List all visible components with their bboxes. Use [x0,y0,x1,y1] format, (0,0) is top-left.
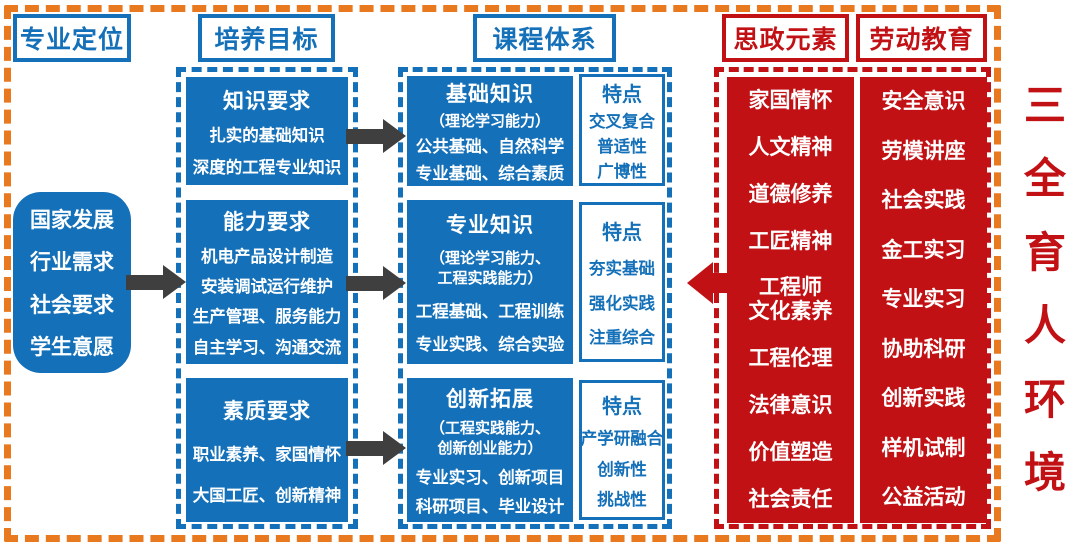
box-line: 专业实习、创新项目 [415,468,565,487]
feature-item: 夯实基础 [589,260,655,279]
source-demands-box: 国家发展 行业需求 社会要求 学生意愿 [13,192,131,373]
arrow-left-icon [687,262,733,304]
features-title: 特点 [602,84,642,106]
source-line: 国家发展 [30,209,114,233]
arrow-right-icon [346,431,406,465]
box-title: 创新拓展 [446,388,534,412]
labor-item: 社会实践 [881,189,966,213]
ideology-item: 社会责任 [748,487,833,511]
box-line: 专业基础、综合素质 [415,164,565,183]
feature-item: 产学研融合 [580,430,664,449]
ability-note: （工程实践能力、 创新创业能力） [429,419,550,458]
ideology-item: 人文精神 [748,135,833,159]
innovation-expansion-box: 创新拓展 （工程实践能力、 创新创业能力） 专业实习、创新项目 科研项目、毕业设… [407,378,573,522]
feature-item: 创新性 [597,460,647,479]
professional-knowledge-box: 专业知识 （理论学习能力、 工程实践能力） 工程基础、工程训练 专业实践、综合实… [407,200,573,364]
arrow-right-icon [346,119,406,153]
env-char: 境 [1023,448,1066,496]
ideology-labor-column: 家国情怀 人文精神 道德修养 工匠精神 工程师 文化素养 工程伦理 法律意识 价… [714,67,991,529]
box-title: 知识要求 [223,89,311,113]
ideology-item: 价值塑造 [748,440,833,464]
labor-item: 金工实习 [881,238,966,262]
box-line: 专业实践、综合实验 [415,335,565,354]
ideology-item: 法律意识 [748,393,833,417]
source-line: 学生意愿 [30,335,114,359]
feature-item: 注重综合 [589,329,655,348]
ability-note: （理论学习能力、 工程实践能力） [429,249,550,288]
box-line: 机电产品设计制造 [201,247,333,266]
basic-knowledge-box: 基础知识 （理论学习能力） 公共基础、自然科学 专业基础、综合素质 [407,76,573,186]
ideology-elements-box: 家国情怀 人文精神 道德修养 工匠精神 工程师 文化素养 工程伦理 法律意识 价… [727,77,854,523]
feature-item: 普适性 [597,138,647,156]
features-title: 特点 [602,395,642,418]
features-box-professional: 特点 夯实基础 强化实践 注重综合 [579,202,665,362]
features-box-basic: 特点 交叉复合 普适性 广博性 [579,74,665,186]
header-curriculum-system: 课程体系 [473,14,616,62]
ideology-item: 家国情怀 [748,88,833,112]
ideology-item: 工程师 文化素养 [748,276,833,323]
quality-requirements-box: 素质要求 职业素养、家国情怀 大国工匠、创新精神 [186,378,348,522]
labor-item: 劳模讲座 [881,139,966,163]
labor-item: 专业实习 [881,288,966,312]
box-line: 安装调试运行维护 [201,277,333,296]
feature-item: 交叉复合 [589,113,655,131]
environment-dashed-border [4,5,1001,542]
ability-requirements-box: 能力要求 机电产品设计制造 安装调试运行维护 生产管理、服务能力 自主学习、沟通… [186,200,348,364]
box-line: 职业素养、家国情怀 [192,446,342,464]
labor-education-box: 安全意识 劳模讲座 社会实践 金工实习 专业实习 协助科研 创新实践 样机试制 … [860,77,987,523]
box-title: 专业知识 [446,214,534,238]
objectives-column: 知识要求 扎实的基础知识 深度的工程专业知识 能力要求 机电产品设计制造 安装调… [176,67,358,529]
box-line: 科研项目、毕业设计 [415,497,565,516]
box-title: 基础知识 [446,83,534,107]
env-char: 人 [1023,302,1066,350]
box-line: 扎实的基础知识 [209,127,325,145]
box-line: 深度的工程专业知识 [192,158,342,177]
source-line: 社会要求 [30,293,114,317]
header-labor-education: 劳动教育 [856,14,987,62]
box-line: 工程基础、工程训练 [415,302,565,321]
labor-item: 样机试制 [881,436,966,460]
box-title: 素质要求 [223,399,311,423]
env-char: 环 [1023,375,1066,423]
feature-item: 广博性 [597,163,647,181]
box-line: 自主学习、沟通交流 [192,338,342,357]
header-professional-positioning: 专业定位 [13,14,131,62]
features-box-innovation: 特点 产学研融合 创新性 挑战性 [579,380,665,520]
env-char: 育 [1023,228,1066,276]
labor-item: 安全意识 [881,90,966,114]
ideology-item: 道德修养 [748,182,833,206]
box-line: 公共基础、自然科学 [415,138,565,157]
curriculum-column: 基础知识 （理论学习能力） 公共基础、自然科学 专业基础、综合素质 特点 交叉复… [398,67,672,529]
ability-note: （理论学习能力） [429,111,550,130]
ideology-item: 工程伦理 [748,346,833,370]
arrow-right-icon [126,265,186,299]
feature-item: 挑战性 [597,491,647,510]
env-char: 三 [1023,82,1066,129]
environment-title-vertical: 三 全 育 人 环 境 [1014,72,1076,500]
labor-item: 协助科研 [881,337,966,361]
ideology-item: 工匠精神 [748,229,833,253]
labor-item: 创新实践 [881,387,966,411]
arrow-right-icon [346,266,406,300]
labor-item: 公益活动 [881,486,966,510]
header-training-objectives: 培养目标 [198,14,335,62]
box-title: 能力要求 [223,211,311,235]
feature-item: 强化实践 [589,294,655,313]
box-line: 生产管理、服务能力 [192,308,342,327]
features-title: 特点 [602,221,642,244]
env-char: 全 [1023,155,1066,203]
knowledge-requirements-box: 知识要求 扎实的基础知识 深度的工程专业知识 [186,77,348,185]
source-line: 行业需求 [30,251,114,275]
box-line: 大国工匠、创新精神 [192,486,342,505]
header-ideology-elements: 思政元素 [722,14,849,62]
